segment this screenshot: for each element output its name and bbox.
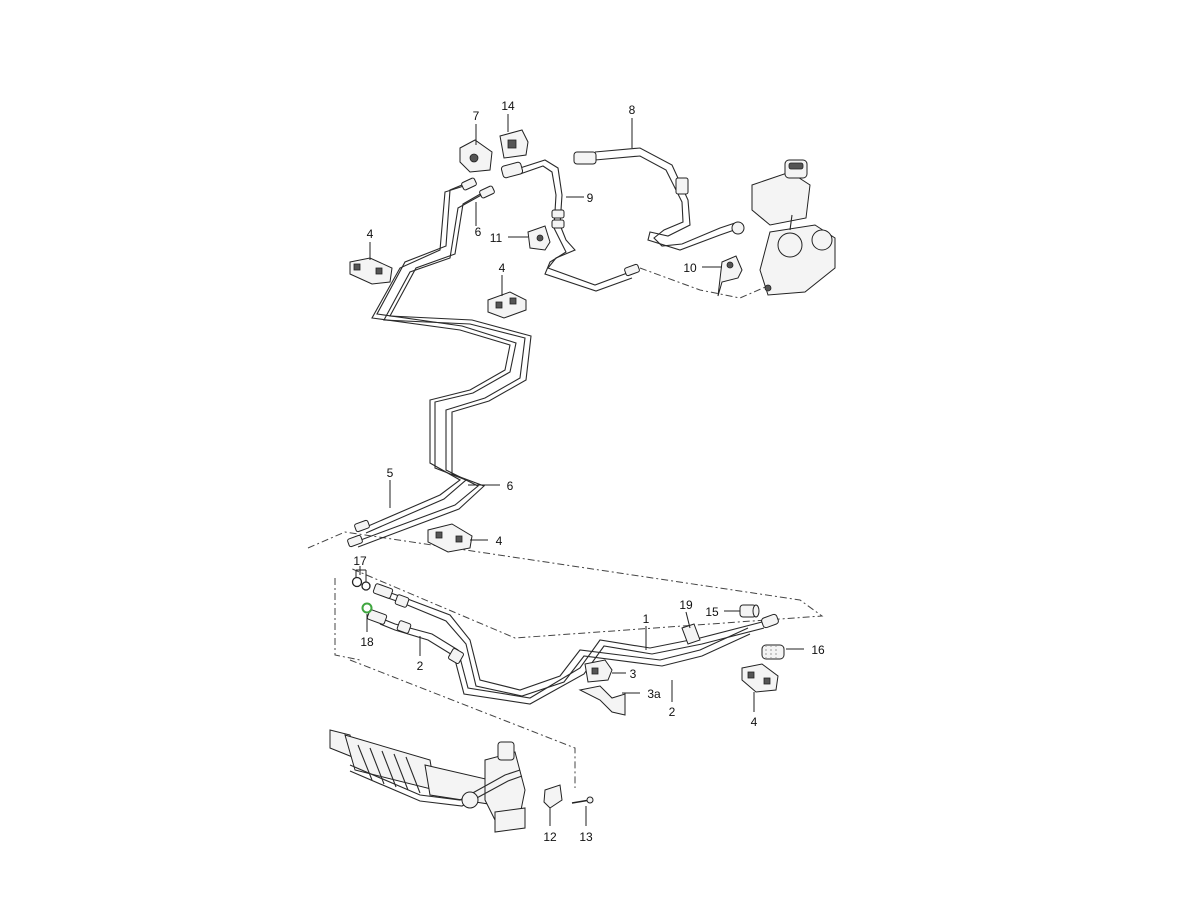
line-5-6-end-fittings — [347, 177, 495, 548]
return-line-6 — [357, 188, 532, 548]
bracket-11 — [527, 225, 551, 251]
steering-pump-assembly — [751, 159, 836, 296]
assembly-frames — [307, 267, 824, 788]
callout-16: 16 — [811, 643, 825, 657]
callout-13: 13 — [579, 830, 593, 844]
leader-lines — [355, 114, 804, 826]
callout-3a: 3a — [647, 687, 661, 701]
callout-18: 18 — [360, 635, 374, 649]
callout-6-upper: 6 — [475, 225, 482, 239]
lock-plate-12 — [543, 784, 563, 809]
steering-rack — [329, 729, 526, 833]
cap-15 — [739, 604, 760, 618]
callout-3: 3 — [630, 667, 637, 681]
callout-11: 11 — [490, 231, 503, 245]
clip-4-upper — [349, 257, 393, 285]
callout-19: 19 — [679, 598, 693, 612]
callout-5: 5 — [387, 466, 394, 480]
callout-4-mid: 4 — [499, 261, 506, 275]
hose-9 — [500, 159, 640, 292]
callout-1: 1 — [643, 612, 650, 626]
clip-7 — [459, 139, 493, 173]
callout-4-upper: 4 — [367, 227, 374, 241]
callout-7: 7 — [473, 109, 480, 123]
callout-14: 14 — [501, 99, 515, 113]
clip-3 — [584, 659, 613, 683]
callout-2-left: 2 — [417, 659, 424, 673]
callout-12: 12 — [543, 830, 557, 844]
clip-14 — [499, 129, 529, 159]
pressure-line-1 — [387, 591, 751, 697]
bolt-13 — [571, 796, 594, 804]
seal-ring-18 — [361, 602, 373, 614]
line-1-2-fittings — [366, 583, 779, 664]
callout-9: 9 — [587, 191, 594, 205]
bracket-10 — [717, 255, 743, 297]
callout-17: 17 — [353, 554, 367, 568]
callout-4-right: 4 — [751, 715, 758, 729]
callout-6-lower: 6 — [507, 479, 514, 493]
clip-4-lower — [427, 523, 473, 553]
clip-4-right — [741, 663, 779, 693]
seal-ring-17 — [351, 576, 371, 591]
bracket-3a — [578, 685, 626, 716]
plug-16 — [761, 644, 785, 660]
callout-labels: 7 14 8 9 6 11 4 4 10 5 6 4 17 18 2 1 19 … — [353, 99, 825, 844]
clip-4-mid — [487, 291, 527, 319]
return-line-2 — [379, 617, 765, 705]
callout-4-lower: 4 — [496, 534, 503, 548]
callout-2-right: 2 — [669, 705, 676, 719]
clip-19 — [681, 623, 701, 645]
callout-15: 15 — [705, 605, 719, 619]
callout-10: 10 — [683, 261, 697, 275]
hose-8 — [573, 147, 745, 251]
callout-8: 8 — [629, 103, 636, 117]
